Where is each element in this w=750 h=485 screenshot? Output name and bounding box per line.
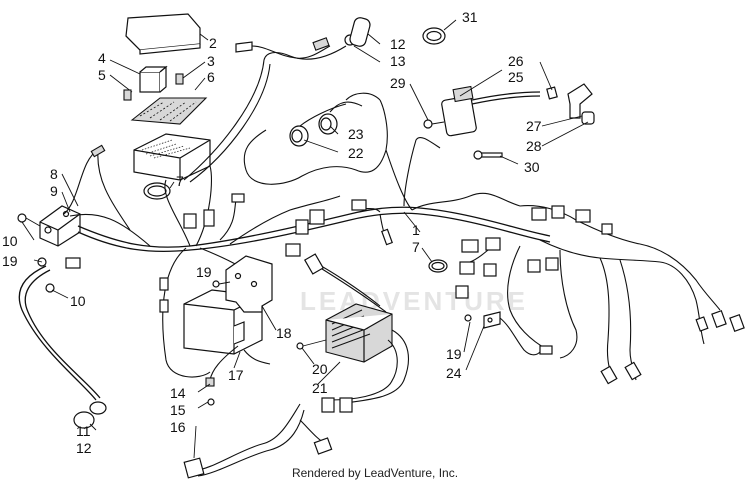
callout-2: 2: [209, 35, 217, 51]
callout-29: 29: [390, 75, 406, 91]
callout-10a: 10: [2, 233, 18, 249]
callout-19a: 19: [2, 253, 18, 269]
callout-12a: 12: [76, 440, 92, 456]
fuse[interactable]: [123, 61, 206, 101]
battery-cable[interactable]: [18, 257, 101, 401]
callout-23: 23: [348, 126, 364, 142]
grommet[interactable]: [428, 259, 448, 273]
callout-27: 27: [526, 118, 542, 134]
ground-wire[interactable]: [90, 144, 131, 231]
callout-26: 26: [508, 53, 524, 69]
lower-harness[interactable]: [183, 403, 333, 479]
ignition-coil[interactable]: [423, 85, 541, 137]
callout-18: 18: [276, 325, 292, 341]
bracket-screw[interactable]: [212, 280, 231, 288]
callout-4: 4: [98, 50, 106, 66]
wire-clip[interactable]: [422, 27, 446, 45]
callout-12b: 12: [390, 36, 406, 52]
callout-5: 5: [98, 67, 106, 83]
callout-17: 17: [228, 367, 244, 383]
callout-21: 21: [312, 380, 328, 396]
terminal-block[interactable]: [39, 205, 81, 247]
mounting-bracket[interactable]: [225, 255, 273, 313]
callout-3: 3: [207, 53, 215, 69]
voltage-regulator[interactable]: [296, 303, 393, 363]
callout-14: 14: [170, 385, 186, 401]
callout-20: 20: [312, 361, 328, 377]
fuse-box-cover[interactable]: [125, 13, 209, 55]
callout-30: 30: [524, 159, 540, 175]
callout-8: 8: [50, 166, 58, 182]
spark-plug-boot[interactable]: [546, 83, 595, 125]
callout-1: 1: [412, 222, 420, 238]
callout-25: 25: [508, 69, 524, 85]
callout-28: 28: [526, 138, 542, 154]
callout-7b: 7: [412, 239, 420, 255]
module-lead[interactable]: [205, 345, 271, 406]
grommet[interactable]: [143, 181, 175, 200]
power-lead[interactable]: [183, 16, 371, 183]
callout-7a: 7: [176, 173, 184, 189]
regulator-harness: [303, 253, 410, 413]
callout-24: 24: [446, 365, 462, 381]
upper-harness: [243, 92, 413, 211]
coil-bolt[interactable]: [473, 150, 503, 160]
callout-16: 16: [170, 419, 186, 435]
callout-15: 15: [170, 402, 186, 418]
render-credit: Rendered by LeadVenture, Inc.: [291, 466, 459, 480]
ground-strap[interactable]: [464, 311, 541, 356]
connector[interactable]: [159, 193, 745, 385]
fuse-block[interactable]: [133, 133, 211, 181]
cable-boot[interactable]: [73, 401, 107, 429]
callout-13: 13: [390, 53, 406, 69]
callout-labels: 2 3 4 5 6 7 8 9 10 19 10 11 12 12 13 23 …: [2, 9, 542, 456]
callout-10b: 10: [70, 293, 86, 309]
callout-6: 6: [207, 69, 215, 85]
leader-lines: [21, 19, 589, 459]
callout-19b: 19: [196, 264, 212, 280]
callout-9: 9: [50, 183, 58, 199]
callout-31: 31: [462, 9, 478, 25]
relay[interactable]: [109, 59, 168, 93]
fuse-board[interactable]: [130, 77, 208, 125]
callout-11: 11: [76, 423, 91, 439]
watermark: LEADVENTURE: [300, 286, 529, 316]
callout-19c: 19: [446, 346, 462, 362]
callout-22: 22: [348, 145, 364, 161]
